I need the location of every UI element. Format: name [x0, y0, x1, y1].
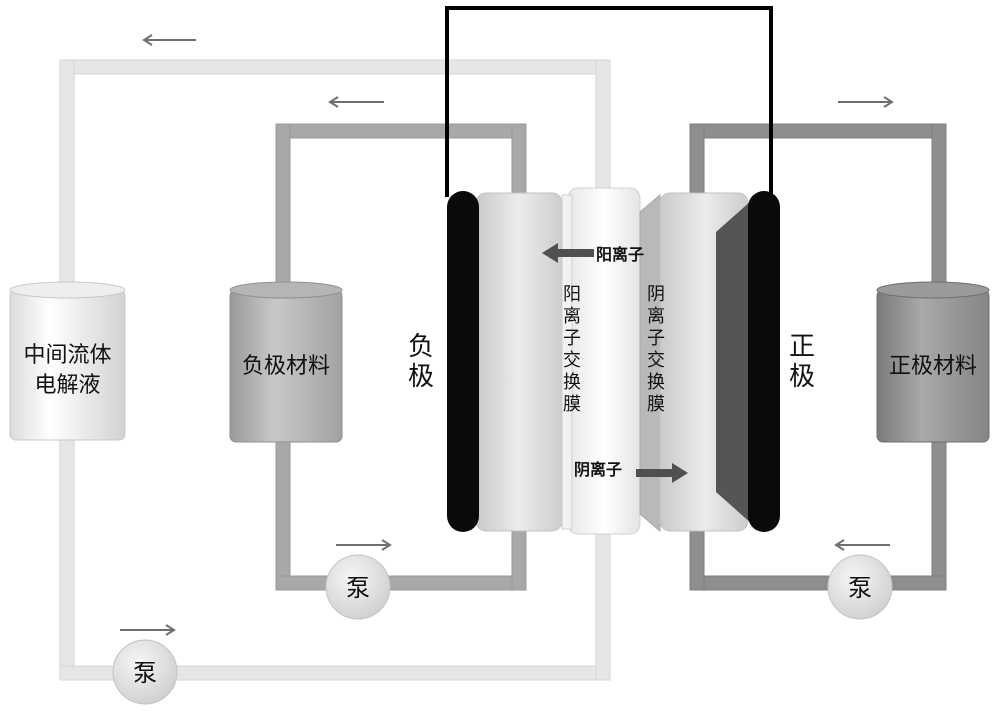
pipe-segment	[59, 439, 75, 681]
negative-electrode-label-1: 负	[408, 332, 434, 362]
negative-electrode-label-2: 极	[408, 362, 434, 392]
anion-arrow-icon	[636, 463, 688, 483]
svg-text:子: 子	[563, 328, 581, 349]
intermediate-loop-pipes	[59, 59, 611, 681]
svg-text:换: 换	[647, 372, 665, 393]
svg-text:子: 子	[647, 328, 665, 349]
external-wire	[445, 6, 773, 197]
pipe-segment	[689, 575, 947, 591]
pipe-segment	[275, 575, 527, 591]
svg-text:泵: 泵	[848, 574, 872, 602]
pipe-segment	[931, 123, 947, 291]
positive-loop-pump: 泵	[827, 554, 893, 620]
battery-cell	[447, 187, 780, 535]
negative-material-tank: 负极材料	[229, 281, 343, 443]
positive-tank-label: 正极材料	[889, 354, 977, 379]
positive-electrode-label-2: 极	[789, 362, 815, 392]
intermediate-tank-label-line1: 中间流体	[23, 343, 111, 368]
svg-text:泵: 泵	[133, 659, 157, 687]
negative-loop-pump: 泵	[325, 554, 391, 620]
flow-arrows	[120, 34, 894, 636]
svg-text:膜: 膜	[647, 394, 665, 415]
negative-tank-label: 负极材料	[242, 354, 330, 379]
positive-electrode	[748, 191, 780, 532]
positive-electrode-dark-face	[716, 200, 752, 524]
pipe-segment	[689, 123, 705, 201]
pipe-segment	[511, 123, 527, 201]
svg-text:泵: 泵	[346, 574, 370, 602]
arrow-left-icon	[142, 34, 196, 46]
anion-label: 阴离子	[574, 460, 622, 479]
pipe-segment	[59, 59, 611, 75]
anion-exchange-membrane	[639, 193, 661, 533]
pipe-segment	[275, 123, 291, 291]
svg-text:离: 离	[647, 306, 665, 327]
intermediate-electrolyte-tank: 中间流体 电解液	[9, 281, 126, 441]
pipe-segment	[59, 59, 75, 291]
pipe-segment	[275, 439, 291, 591]
svg-text:交: 交	[563, 350, 581, 371]
intermediate-tank-label-line2: 电解液	[34, 373, 100, 398]
svg-text:阴: 阴	[647, 284, 665, 305]
cation-membrane-label: 阳 离 子 交 换 膜	[563, 284, 581, 415]
svg-text:离: 离	[563, 306, 581, 327]
positive-material-tank: 正极材料	[876, 281, 990, 443]
svg-text:膜: 膜	[563, 394, 581, 415]
negative-flow-plate	[475, 192, 563, 532]
positive-electrode-label-1: 正	[789, 332, 815, 362]
arrow-left-icon	[834, 539, 890, 551]
arrow-right-icon	[838, 96, 894, 108]
pipe-segment	[595, 524, 611, 681]
svg-text:换: 换	[563, 372, 581, 393]
arrow-right-icon	[336, 539, 392, 551]
cation-label: 阳离子	[596, 245, 644, 264]
negative-electrode	[447, 191, 479, 532]
cation-exchange-membrane	[561, 194, 573, 530]
pipe-segment	[689, 123, 947, 139]
cation-arrow-icon	[542, 243, 594, 263]
arrow-left-icon	[328, 96, 384, 108]
intermediate-loop-pump: 泵	[112, 639, 178, 705]
arrow-right-icon	[120, 624, 176, 636]
svg-text:阳: 阳	[563, 284, 581, 305]
pipe-segment	[275, 123, 527, 139]
pipe-segment	[931, 439, 947, 591]
anion-membrane-label: 阴 离 子 交 换 膜	[647, 284, 665, 415]
svg-text:交: 交	[647, 350, 665, 371]
